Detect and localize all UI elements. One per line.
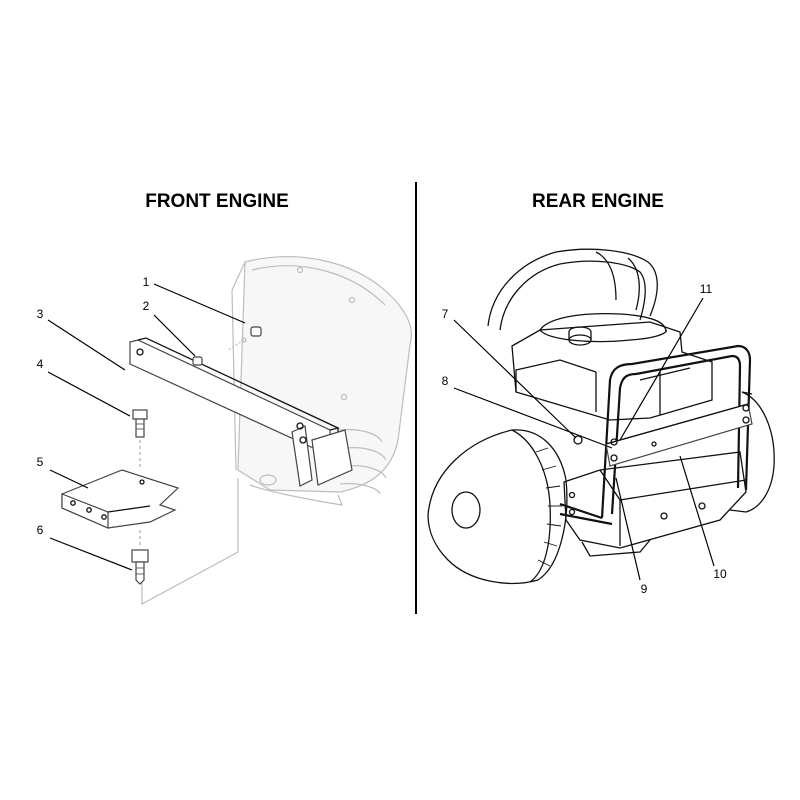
callout-11: 11 [700,282,713,296]
rear-engine-title: REAR ENGINE [532,191,664,212]
callout-10: 10 [713,567,727,581]
chassis [563,451,747,549]
rear-bumper-frame [559,344,752,526]
right-rear-tire [729,391,775,513]
callout-4: 4 [37,357,44,371]
front-engine-title: FRONT ENGINE [145,191,289,212]
front-nut [250,326,262,337]
rear-fastener [573,435,583,445]
front-bolt-6 [131,549,149,585]
engine-block [511,321,713,421]
rear-hitch-bar [605,403,753,467]
callout-9: 9 [641,582,648,596]
callout-1: 1 [143,275,150,289]
callout-2: 2 [143,299,150,313]
left-rear-tire [427,429,568,585]
callout-3: 3 [37,307,44,321]
callout-5: 5 [37,455,44,469]
callout-8: 8 [442,374,449,388]
front-hitch-plate [61,469,180,548]
front-bolt-4 [132,409,148,468]
rear-engine-illustration [427,248,775,585]
seat [487,248,658,327]
callout-6: 6 [37,523,44,537]
front-engine-illustration [61,256,413,606]
callout-7: 7 [442,307,449,321]
